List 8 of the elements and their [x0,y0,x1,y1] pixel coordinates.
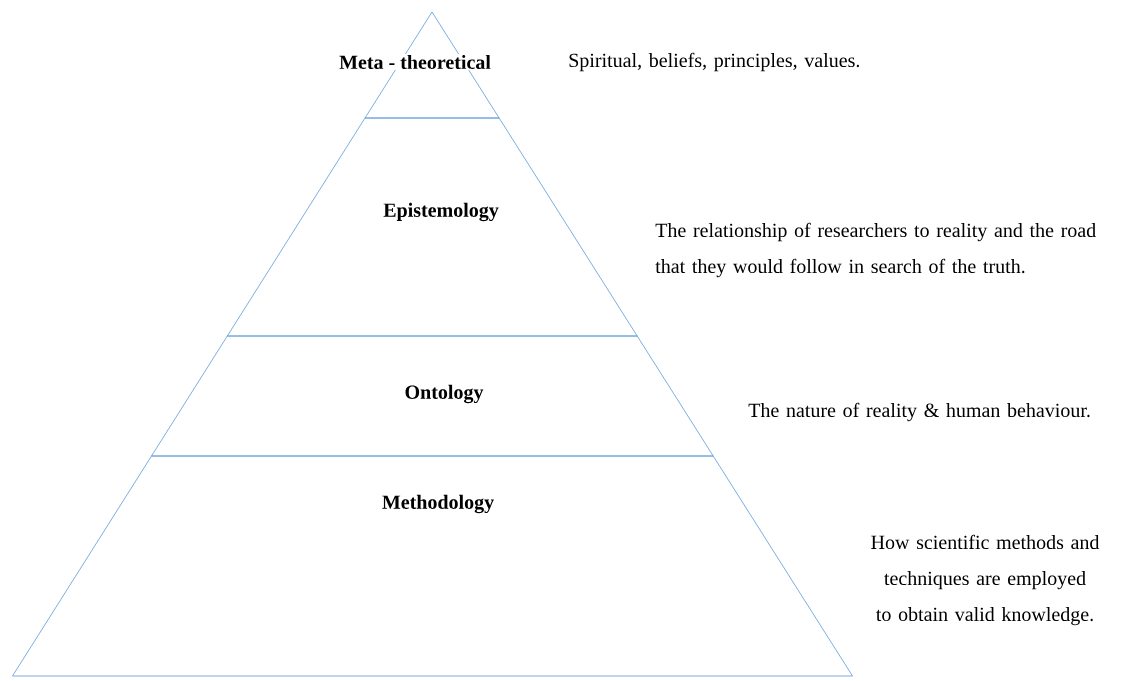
description-text: The nature of reality & human behaviour. [748,402,1090,422]
pyramid-level: Meta - theoretical [338,11,500,119]
pyramid-level: Epistemology [226,117,638,337]
description-text: The relationship of researchers to reality and the road that they would follow in search of the truth. [655,222,1096,278]
description-text: Spiritual, beliefs, principles, values. [569,52,860,72]
description-text: How scientific methods and techniques are employed to obtain valid knowledge. [871,534,1100,626]
pyramid-level: Ontology [151,335,714,457]
pyramid-level: Methodology [12,455,853,677]
